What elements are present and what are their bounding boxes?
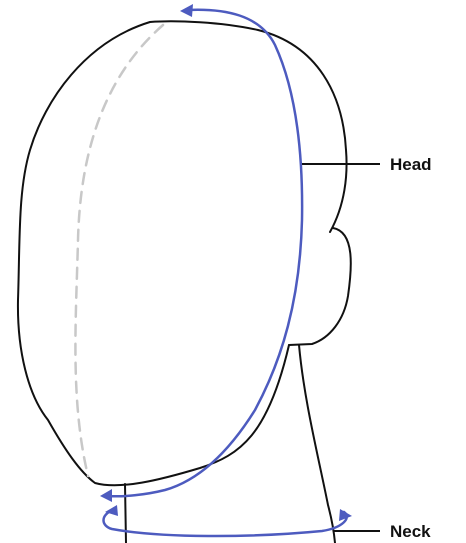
head-measurement-loop: [108, 10, 302, 497]
head-label: Head: [390, 155, 432, 174]
ear-outline: [289, 228, 351, 345]
head-arrow-top-icon: [180, 4, 193, 17]
head-arrow-bottom-icon: [100, 489, 112, 502]
dashed-center-line: [75, 25, 163, 476]
neck-left-outline: [125, 484, 126, 543]
neck-right-outline: [299, 345, 335, 543]
head-outline: [18, 21, 347, 485]
neck-label: Neck: [390, 522, 431, 541]
neck-measurement-loop: [104, 510, 347, 536]
